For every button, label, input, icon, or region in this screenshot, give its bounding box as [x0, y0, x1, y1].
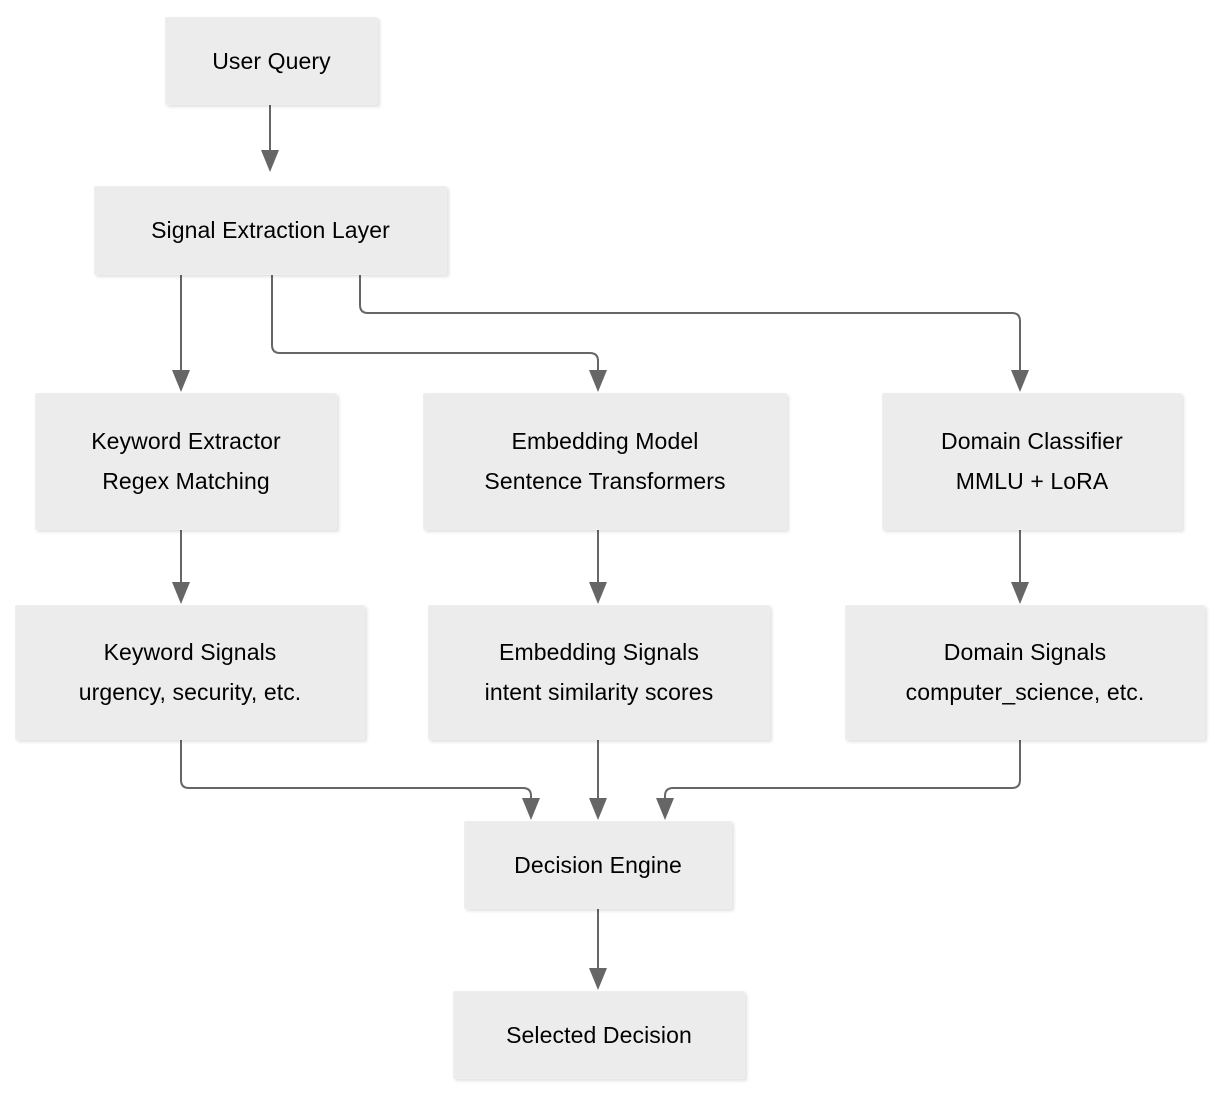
node-keyword-extractor-sublabel: Regex Matching: [102, 468, 270, 494]
node-decision-engine[interactable]: Decision Engine: [464, 821, 732, 909]
node-signal-extraction-layer-label: Signal Extraction Layer: [151, 217, 390, 244]
node-user-query-label: User Query: [212, 47, 331, 74]
node-keyword-signals-label: Keyword Signals: [103, 639, 277, 666]
node-decision-engine-label: Decision Engine: [514, 851, 682, 878]
node-domain-signals-sublabel: computer_science, etc.: [905, 679, 1145, 705]
node-domain-signals[interactable]: Domain Signals computer_science, etc.: [845, 605, 1205, 740]
node-embedding-model-sublabel: Sentence Transformers: [484, 468, 726, 494]
node-keyword-signals[interactable]: Keyword Signals urgency, security, etc.: [15, 605, 365, 740]
node-embedding-signals-sublabel: intent similarity scores: [484, 679, 714, 705]
edge-domain-signals-to-decision-engine: [656, 740, 1021, 820]
node-embedding-signals-label: Embedding Signals: [499, 639, 699, 666]
node-keyword-extractor[interactable]: Keyword Extractor Regex Matching: [35, 393, 337, 530]
node-user-query[interactable]: User Query: [165, 17, 378, 105]
node-domain-classifier[interactable]: Domain Classifier MMLU + LoRA: [882, 393, 1182, 530]
node-domain-signals-label: Domain Signals: [943, 639, 1107, 666]
edge-signal-extraction-layer-to-domain-classifier: [359, 275, 1029, 392]
edge-signal-extraction-layer-to-embedding-model: [271, 275, 607, 392]
node-keyword-extractor-label: Keyword Extractor: [91, 428, 281, 455]
node-domain-classifier-sublabel: MMLU + LoRA: [955, 468, 1109, 494]
edge-keyword-signals-to-decision-engine: [180, 740, 540, 820]
node-selected-decision-label: Selected Decision: [506, 1021, 692, 1048]
node-domain-classifier-label: Domain Classifier: [941, 428, 1123, 455]
node-embedding-model[interactable]: Embedding Model Sentence Transformers: [423, 393, 787, 530]
node-embedding-signals[interactable]: Embedding Signals intent similarity scor…: [428, 605, 770, 740]
node-keyword-signals-sublabel: urgency, security, etc.: [78, 679, 302, 705]
node-embedding-model-label: Embedding Model: [511, 428, 699, 455]
node-signal-extraction-layer[interactable]: Signal Extraction Layer: [94, 186, 447, 275]
node-selected-decision[interactable]: Selected Decision: [453, 991, 745, 1079]
